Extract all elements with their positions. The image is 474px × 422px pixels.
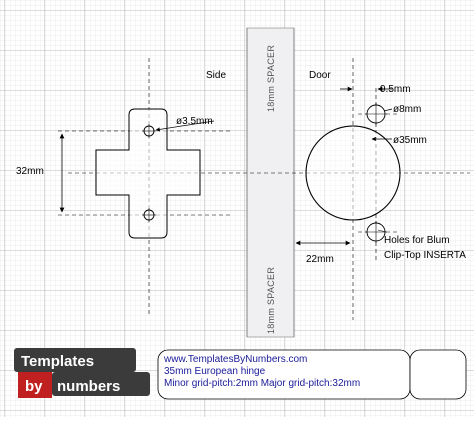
logo-word-by: by	[25, 378, 43, 395]
label-holes-line2: Clip-Top INSERTA	[384, 250, 466, 261]
logo-word-templates: Templates	[21, 353, 94, 370]
spacer-label-bottom: 18mm SPACER	[266, 267, 276, 334]
label-d8: ø8mm	[393, 104, 421, 115]
brand-logo: Templates by numbers	[14, 348, 150, 398]
leader-d35-small	[155, 120, 215, 132]
dim-32-label: 32mm	[16, 166, 44, 177]
heading-side: Side	[206, 70, 226, 81]
label-holes-line1: Holes for Blum	[384, 235, 450, 246]
logo-bg-bottom	[52, 372, 150, 396]
info-box-tail	[409, 349, 467, 400]
mounting-plate-outline	[95, 108, 201, 239]
logo-bg-top	[14, 348, 136, 372]
label-d35-cup: ø35mm	[393, 135, 427, 146]
dim-95-label: 9.5mm	[380, 84, 411, 95]
label-d35-small: ø3.5mm	[176, 116, 213, 127]
heading-door: Door	[309, 70, 331, 81]
spacer-label-top: 18mm SPACER	[266, 45, 276, 112]
logo-red-block	[18, 372, 52, 398]
dim-22-label: 22mm	[306, 254, 334, 265]
hinge-cup-circle	[305, 125, 401, 221]
spacer-strip	[246, 27, 295, 338]
info-title: 35mm European hinge	[164, 366, 266, 377]
leader-blum-holes	[377, 229, 387, 233]
info-url: www.TemplatesByNumbers.com	[163, 354, 307, 365]
logo-word-numbers: numbers	[57, 378, 120, 395]
info-grid: Minor grid-pitch:2mm Major grid-pitch:32…	[164, 378, 360, 389]
leader-d8	[383, 108, 393, 112]
